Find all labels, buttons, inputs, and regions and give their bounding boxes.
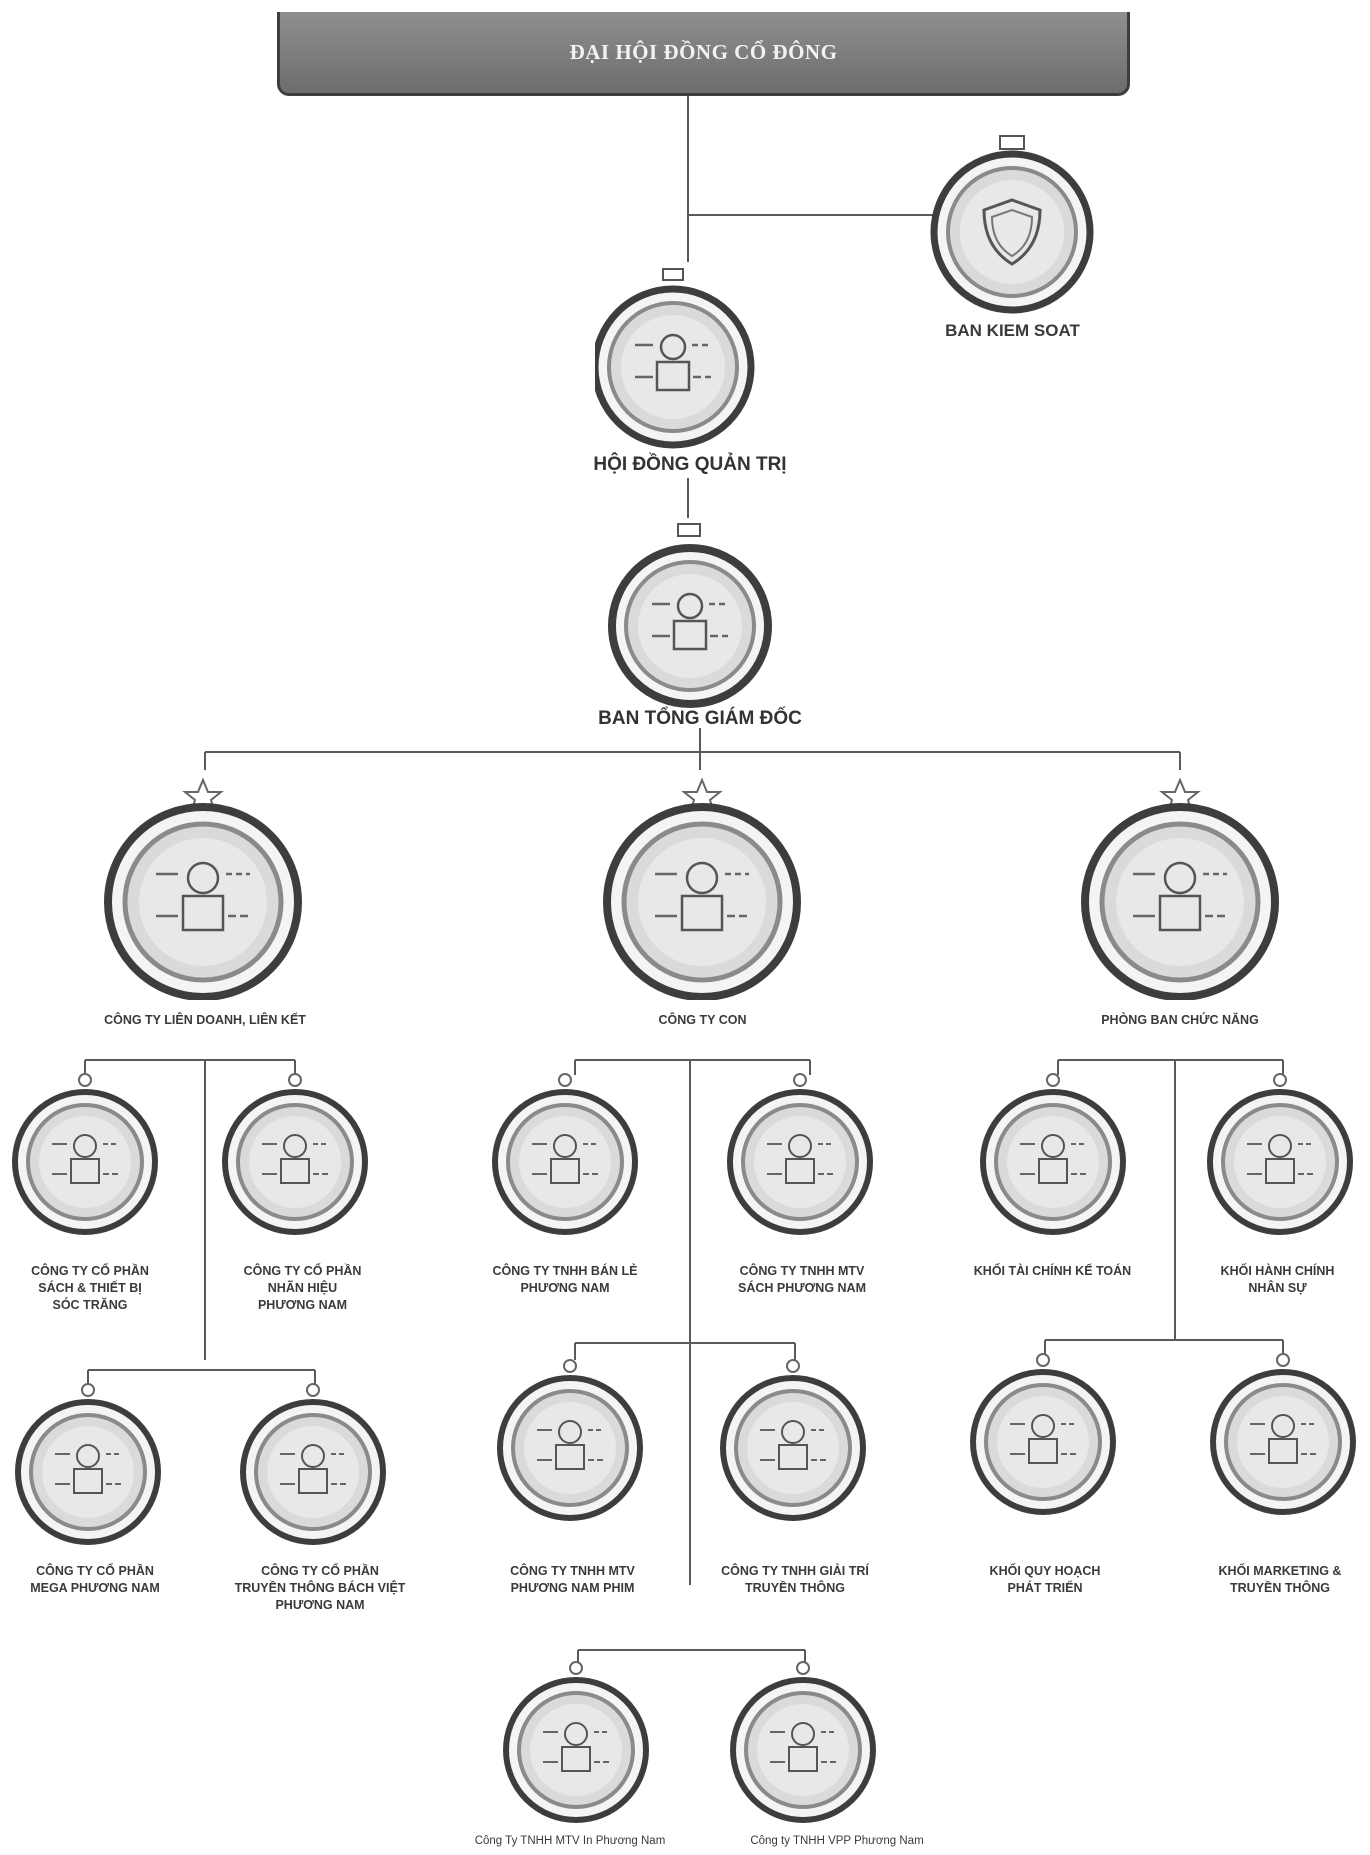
person-icon: [603, 777, 801, 1000]
cp-truyen-thong-node: [240, 1382, 390, 1552]
hoi-dong-quan-tri-label: HỘI ĐỒNG QUẢN TRỊ: [593, 454, 787, 475]
ban-tong-giam-doc-node: [608, 520, 773, 710]
tnhh-vpp-node: [730, 1660, 880, 1830]
person-icon: [980, 1073, 1126, 1235]
phong-ban-node: [1075, 770, 1285, 1000]
cp-mega-node: [15, 1382, 165, 1552]
ban-kiem-soat-label: BAN KIEM SOAT: [945, 321, 1080, 340]
person-icon: [104, 777, 302, 1000]
top-banner: ĐẠI HỘI ĐỒNG CỔ ĐÔNG: [277, 12, 1130, 96]
tnhh-vpp-label: Công ty TNHH VPP Phương Nam: [750, 1835, 924, 1847]
tnhh-ban-le-node: [492, 1072, 642, 1242]
person-icon: [492, 1073, 638, 1235]
person-icon: [497, 1359, 643, 1521]
phong-ban-label: PHÒNG BAN CHỨC NĂNG: [1101, 1013, 1259, 1027]
person-icon: [15, 1383, 161, 1545]
khoi-tai-chinh-label: KHỐI TÀI CHÍNH KẾ TOÁN: [973, 1264, 1132, 1278]
person-icon: [1081, 777, 1279, 1000]
person-icon: [222, 1073, 368, 1235]
ban-tong-giam-doc-label: BAN TỔNG GIÁM ĐỐC: [598, 708, 802, 729]
khoi-marketing-label: KHỐI MARKETING &TRUYỀN THÔNG: [1218, 1564, 1342, 1595]
cong-ty-con-label: CÔNG TY CON: [658, 1013, 747, 1027]
cp-sach-soc-trang-node: [12, 1072, 162, 1242]
ban-kiem-soat-node: [930, 132, 1095, 317]
person-icon: [503, 1661, 649, 1823]
cong-ty-lien-doanh-node: [98, 770, 308, 1000]
person-icon: [1210, 1353, 1356, 1515]
tnhh-sach-node: [727, 1072, 877, 1242]
person-icon: [608, 523, 772, 708]
person-icon: [730, 1661, 876, 1823]
shield-icon: [930, 135, 1094, 314]
cong-ty-lien-doanh-label: CÔNG TY LIÊN DOANH, LIÊN KẾT: [104, 1013, 306, 1027]
tnhh-giai-tri-node: [720, 1358, 870, 1528]
person-icon: [240, 1383, 386, 1545]
person-icon: [970, 1353, 1116, 1515]
cong-ty-con-node: [597, 770, 807, 1000]
hoi-dong-quan-tri-node: [595, 265, 755, 450]
tnhh-in-node: [503, 1660, 653, 1830]
khoi-quy-hoach-node: [970, 1352, 1120, 1522]
khoi-marketing-node: [1210, 1352, 1360, 1522]
cp-nhan-hieu-node: [222, 1072, 372, 1242]
person-icon: [727, 1073, 873, 1235]
person-icon: [595, 268, 755, 449]
khoi-tai-chinh-node: [980, 1072, 1130, 1242]
person-icon: [1207, 1073, 1353, 1235]
khoi-hanh-chinh-node: [1207, 1072, 1357, 1242]
person-icon: [720, 1359, 866, 1521]
page-title: ĐẠI HỘI ĐỒNG CỔ ĐÔNG: [569, 40, 838, 64]
tnhh-in-label: Công Ty TNHH MTV In Phương Nam: [474, 1835, 666, 1847]
tnhh-phim-node: [497, 1358, 647, 1528]
person-icon: [12, 1073, 158, 1235]
